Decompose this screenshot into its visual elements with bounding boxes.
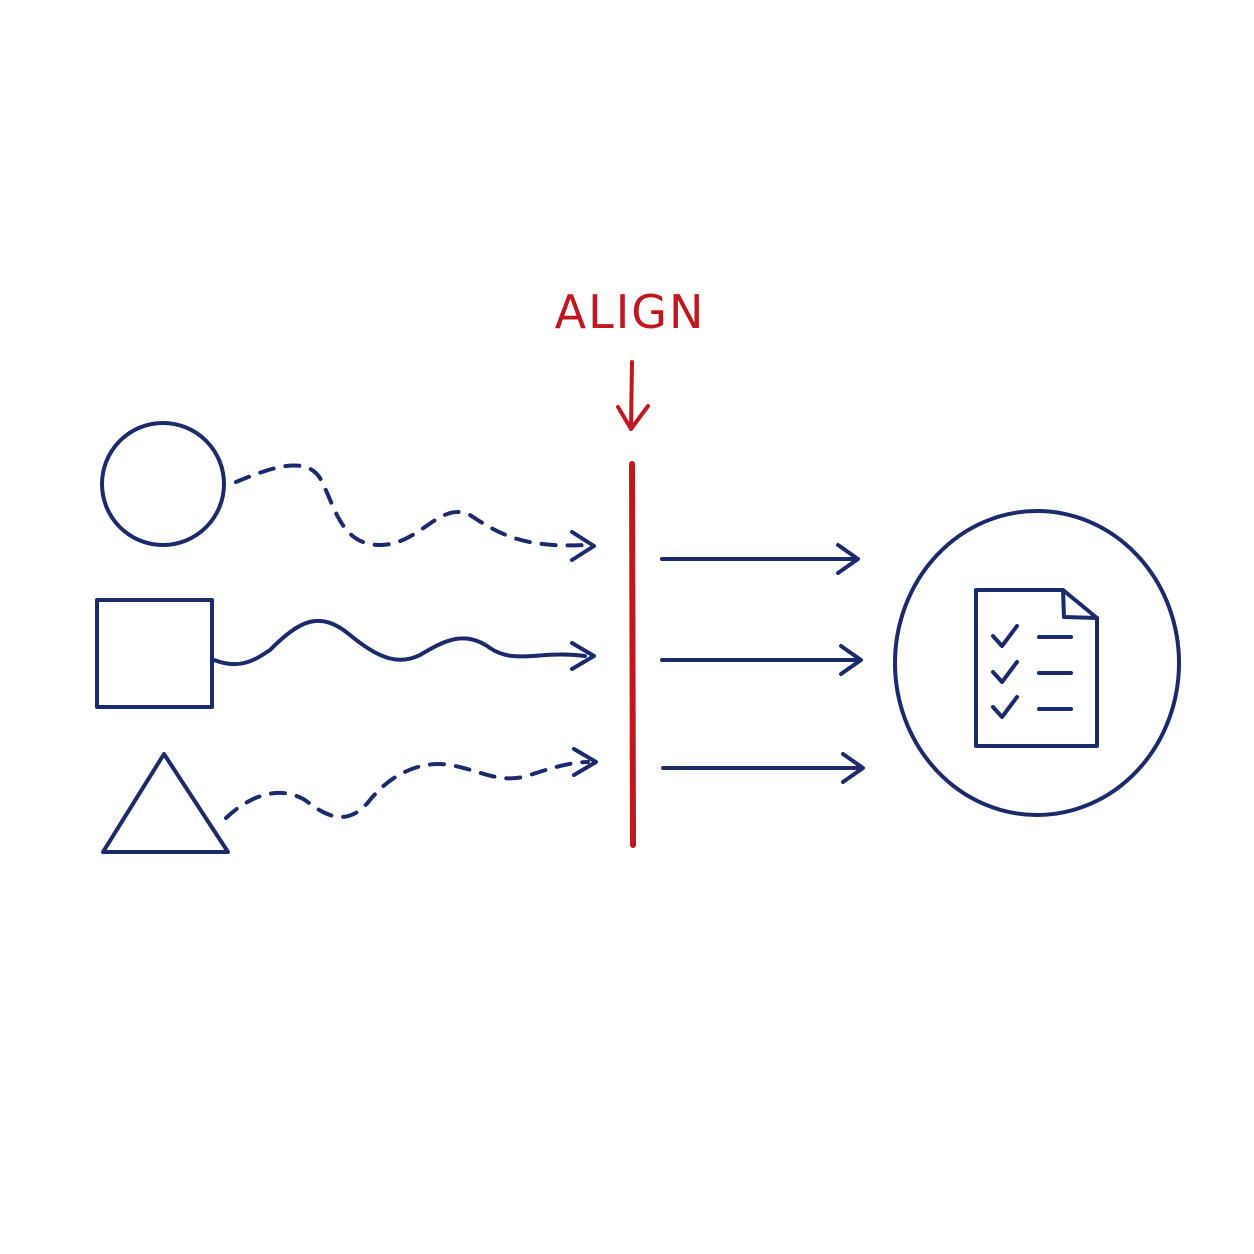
square-icon (95, 598, 214, 709)
triangle-icon (101, 752, 230, 854)
align-pointer-arrow (616, 360, 650, 431)
checklist-document-icon (974, 588, 1099, 748)
triangle-input-path (224, 747, 598, 820)
square-input-path (212, 618, 596, 671)
alignment-line (629, 461, 636, 848)
output-arrow-3 (661, 752, 865, 784)
output-circle (893, 509, 1181, 817)
align-label: ALIGN (555, 285, 706, 339)
output-arrow-2 (660, 644, 863, 676)
circle-input-path (234, 463, 596, 562)
output-arrow-1 (660, 543, 860, 575)
circle-icon (100, 421, 226, 547)
